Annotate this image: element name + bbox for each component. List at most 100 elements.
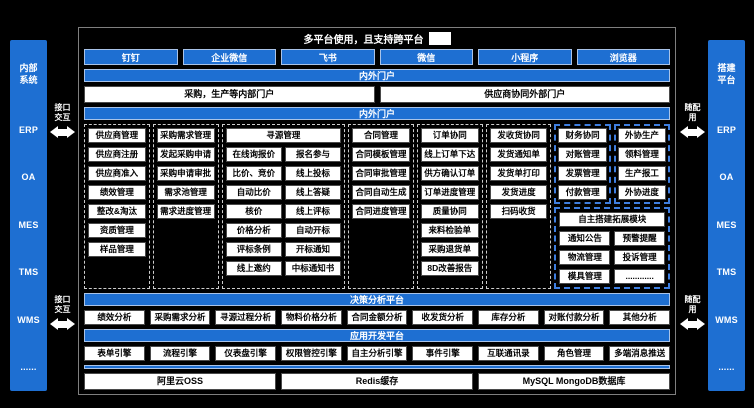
module-item: 采购申请审批 xyxy=(156,166,215,181)
group-items: 发货通知单发货单打印发货进度扫码收货 xyxy=(489,147,548,219)
group-purchase-demand: 采购需求管理 发起采购申请采购申请审批需求池管理需求进度管理 xyxy=(152,124,219,289)
module-item: 8D改善报告 xyxy=(420,261,479,276)
internal-system-item: ...... xyxy=(20,362,37,373)
build-platform-item: WMS xyxy=(715,314,738,325)
group-title: 采购需求管理 xyxy=(156,128,215,143)
extension-items: 通知公告预警提醒物流管理投诉管理模具管理............ xyxy=(559,231,666,284)
build-platform-item: OA xyxy=(719,172,734,183)
module-item: 绩效管理 xyxy=(88,185,146,200)
module-grid: 供应商管理 供应商注册供应商准入绩效管理整改&淘汰资质管理样品管理 采购需求管理… xyxy=(84,124,671,289)
double-arrow-icon xyxy=(50,126,75,138)
module-item: 模具管理 xyxy=(559,269,611,284)
build-platform-item: ...... xyxy=(718,362,735,373)
group-title: 合同管理 xyxy=(352,128,410,143)
module-item: 中标通知书 xyxy=(284,261,342,276)
build-platform-item: TMS xyxy=(716,267,737,278)
client-platform: 企业微信 xyxy=(182,49,276,65)
client-platform: 浏览器 xyxy=(576,49,670,65)
analysis-item: 采购需求分析 xyxy=(149,310,211,325)
module-item: 采购退货单 xyxy=(420,242,479,257)
module-item: 质量协同 xyxy=(420,204,479,219)
analysis-item: 其他分析 xyxy=(609,310,671,325)
build-platform-item: MES xyxy=(716,219,737,230)
client-platform: 微信 xyxy=(379,49,473,65)
group-items: 对账管理发票管理付款管理 xyxy=(558,147,607,200)
dev-engine-item: 角色管理 xyxy=(543,346,605,361)
portal-box: 供应商协同外部门户 xyxy=(379,86,670,103)
group-items: 合同模板管理合同审批管理合同自动生成合同进度管理 xyxy=(352,147,410,219)
module-item: 订单进度管理 xyxy=(420,185,479,200)
module-item: 需求池管理 xyxy=(156,185,215,200)
module-item: 发票管理 xyxy=(558,166,607,181)
client-platform: 小程序 xyxy=(478,49,572,65)
dev-engine-item: 自主分析引擎 xyxy=(346,346,408,361)
interface-interaction-label: 接口 交互 xyxy=(54,295,71,314)
group-supplier-management: 供应商管理 供应商注册供应商准入绩效管理整改&淘汰资质管理样品管理 xyxy=(84,124,150,289)
sourcing-col-2: 报名参与线上投标线上答疑线上评标自动开标开标通知中标通知书 xyxy=(284,147,342,276)
module-item: 比价、竞价 xyxy=(225,166,282,181)
client-platform: 飞书 xyxy=(281,49,375,65)
sourcing-col-1: 在线询报价比价、竞价自动比价核价价格分析评标条例线上邀约 xyxy=(225,147,282,276)
module-item: 合同自动生成 xyxy=(352,185,410,200)
right-bottom-connector: 随配 用 xyxy=(677,295,708,330)
group-items: 发起采购申请采购申请审批需求池管理需求进度管理 xyxy=(156,147,215,219)
analysis-item: 库存分析 xyxy=(478,310,539,325)
module-item: 核价 xyxy=(225,204,282,219)
module-item: 领料管理 xyxy=(617,147,667,162)
group-title: 外协生产 xyxy=(617,128,667,143)
double-arrow-icon xyxy=(680,318,705,330)
module-item: 合同进度管理 xyxy=(352,204,410,219)
module-item: 物流管理 xyxy=(559,250,611,265)
group-items: 供应商注册供应商准入绩效管理整改&淘汰资质管理样品管理 xyxy=(88,147,146,257)
interface-interaction-label: 接口 交互 xyxy=(54,103,71,122)
module-item: 线上邀约 xyxy=(225,261,282,276)
analysis-item: 绩效分析 xyxy=(84,310,145,325)
title-text: 多平台使用，且支持跨平台 xyxy=(303,34,424,46)
module-item: 来料检验单 xyxy=(420,223,479,238)
dev-engine-item: 权限管控引擎 xyxy=(281,346,342,361)
module-item: 价格分析 xyxy=(225,223,282,238)
analysis-row: 绩效分析采购需求分析寻源过程分析物料价格分析合同金额分析收发货分析库存分析对账付… xyxy=(84,310,671,325)
analysis-item: 对账付款分析 xyxy=(543,310,605,325)
module-item: ............ xyxy=(614,269,666,284)
module-item: 整改&淘汰 xyxy=(88,204,146,219)
dev-engines-row: 表单引擎流程引擎仪表盘引擎权限管控引擎自主分析引擎事件引擎互联通讯录角色管理多端… xyxy=(84,346,671,361)
infrastructure-item: Redis缓存 xyxy=(281,373,473,390)
group-sourcing-management: 寻源管理 在线询报价比价、竞价自动比价核价价格分析评标条例线上邀约 报名参与线上… xyxy=(221,124,346,289)
analysis-item: 寻源过程分析 xyxy=(215,310,277,325)
internal-system-item: TMS xyxy=(18,267,39,278)
custom-modules-area: 财务协同 对账管理发票管理付款管理 外协生产 领料管理生产报工外协进度 自主搭建… xyxy=(554,124,671,289)
left-bottom-connector: 接口 交互 xyxy=(47,295,78,330)
analysis-item: 物料价格分析 xyxy=(281,310,342,325)
module-item: 外协进度 xyxy=(617,185,667,200)
dev-engine-item: 事件引擎 xyxy=(412,346,474,361)
module-item: 评标条例 xyxy=(225,242,282,257)
portal-band: 内外门户 xyxy=(84,69,670,82)
group-title: 寻源管理 xyxy=(225,128,342,143)
module-item: 资质管理 xyxy=(88,223,146,238)
group-title: 订单协同 xyxy=(420,128,479,143)
group-finance-collaboration: 财务协同 对账管理发票管理付款管理 xyxy=(554,124,611,204)
module-item: 线上投标 xyxy=(284,166,342,181)
module-item: 发货单打印 xyxy=(489,166,548,181)
analysis-item: 合同金额分析 xyxy=(346,310,408,325)
module-item: 合同模板管理 xyxy=(352,147,410,162)
module-item: 线上订单下达 xyxy=(420,147,479,162)
module-item: 生产报工 xyxy=(617,166,667,181)
right-top-connector: 随配 用 xyxy=(677,103,708,138)
module-item: 供应商准入 xyxy=(88,166,146,181)
analysis-item: 收发货分析 xyxy=(412,310,474,325)
group-self-built-extension: 自主搭建拓展模块 通知公告预警提醒物流管理投诉管理模具管理...........… xyxy=(554,207,671,289)
module-item: 扫码收货 xyxy=(489,204,548,219)
redaction-box xyxy=(428,31,451,45)
dev-engine-item: 表单引擎 xyxy=(84,346,145,361)
on-demand-use-label: 随配 用 xyxy=(684,103,701,122)
build-platform-label: 搭建 平台 xyxy=(717,63,736,86)
group-title: 发收货协同 xyxy=(489,128,548,143)
dev-engine-item: 仪表盘引擎 xyxy=(215,346,277,361)
client-platform: 钉钉 xyxy=(84,49,178,65)
